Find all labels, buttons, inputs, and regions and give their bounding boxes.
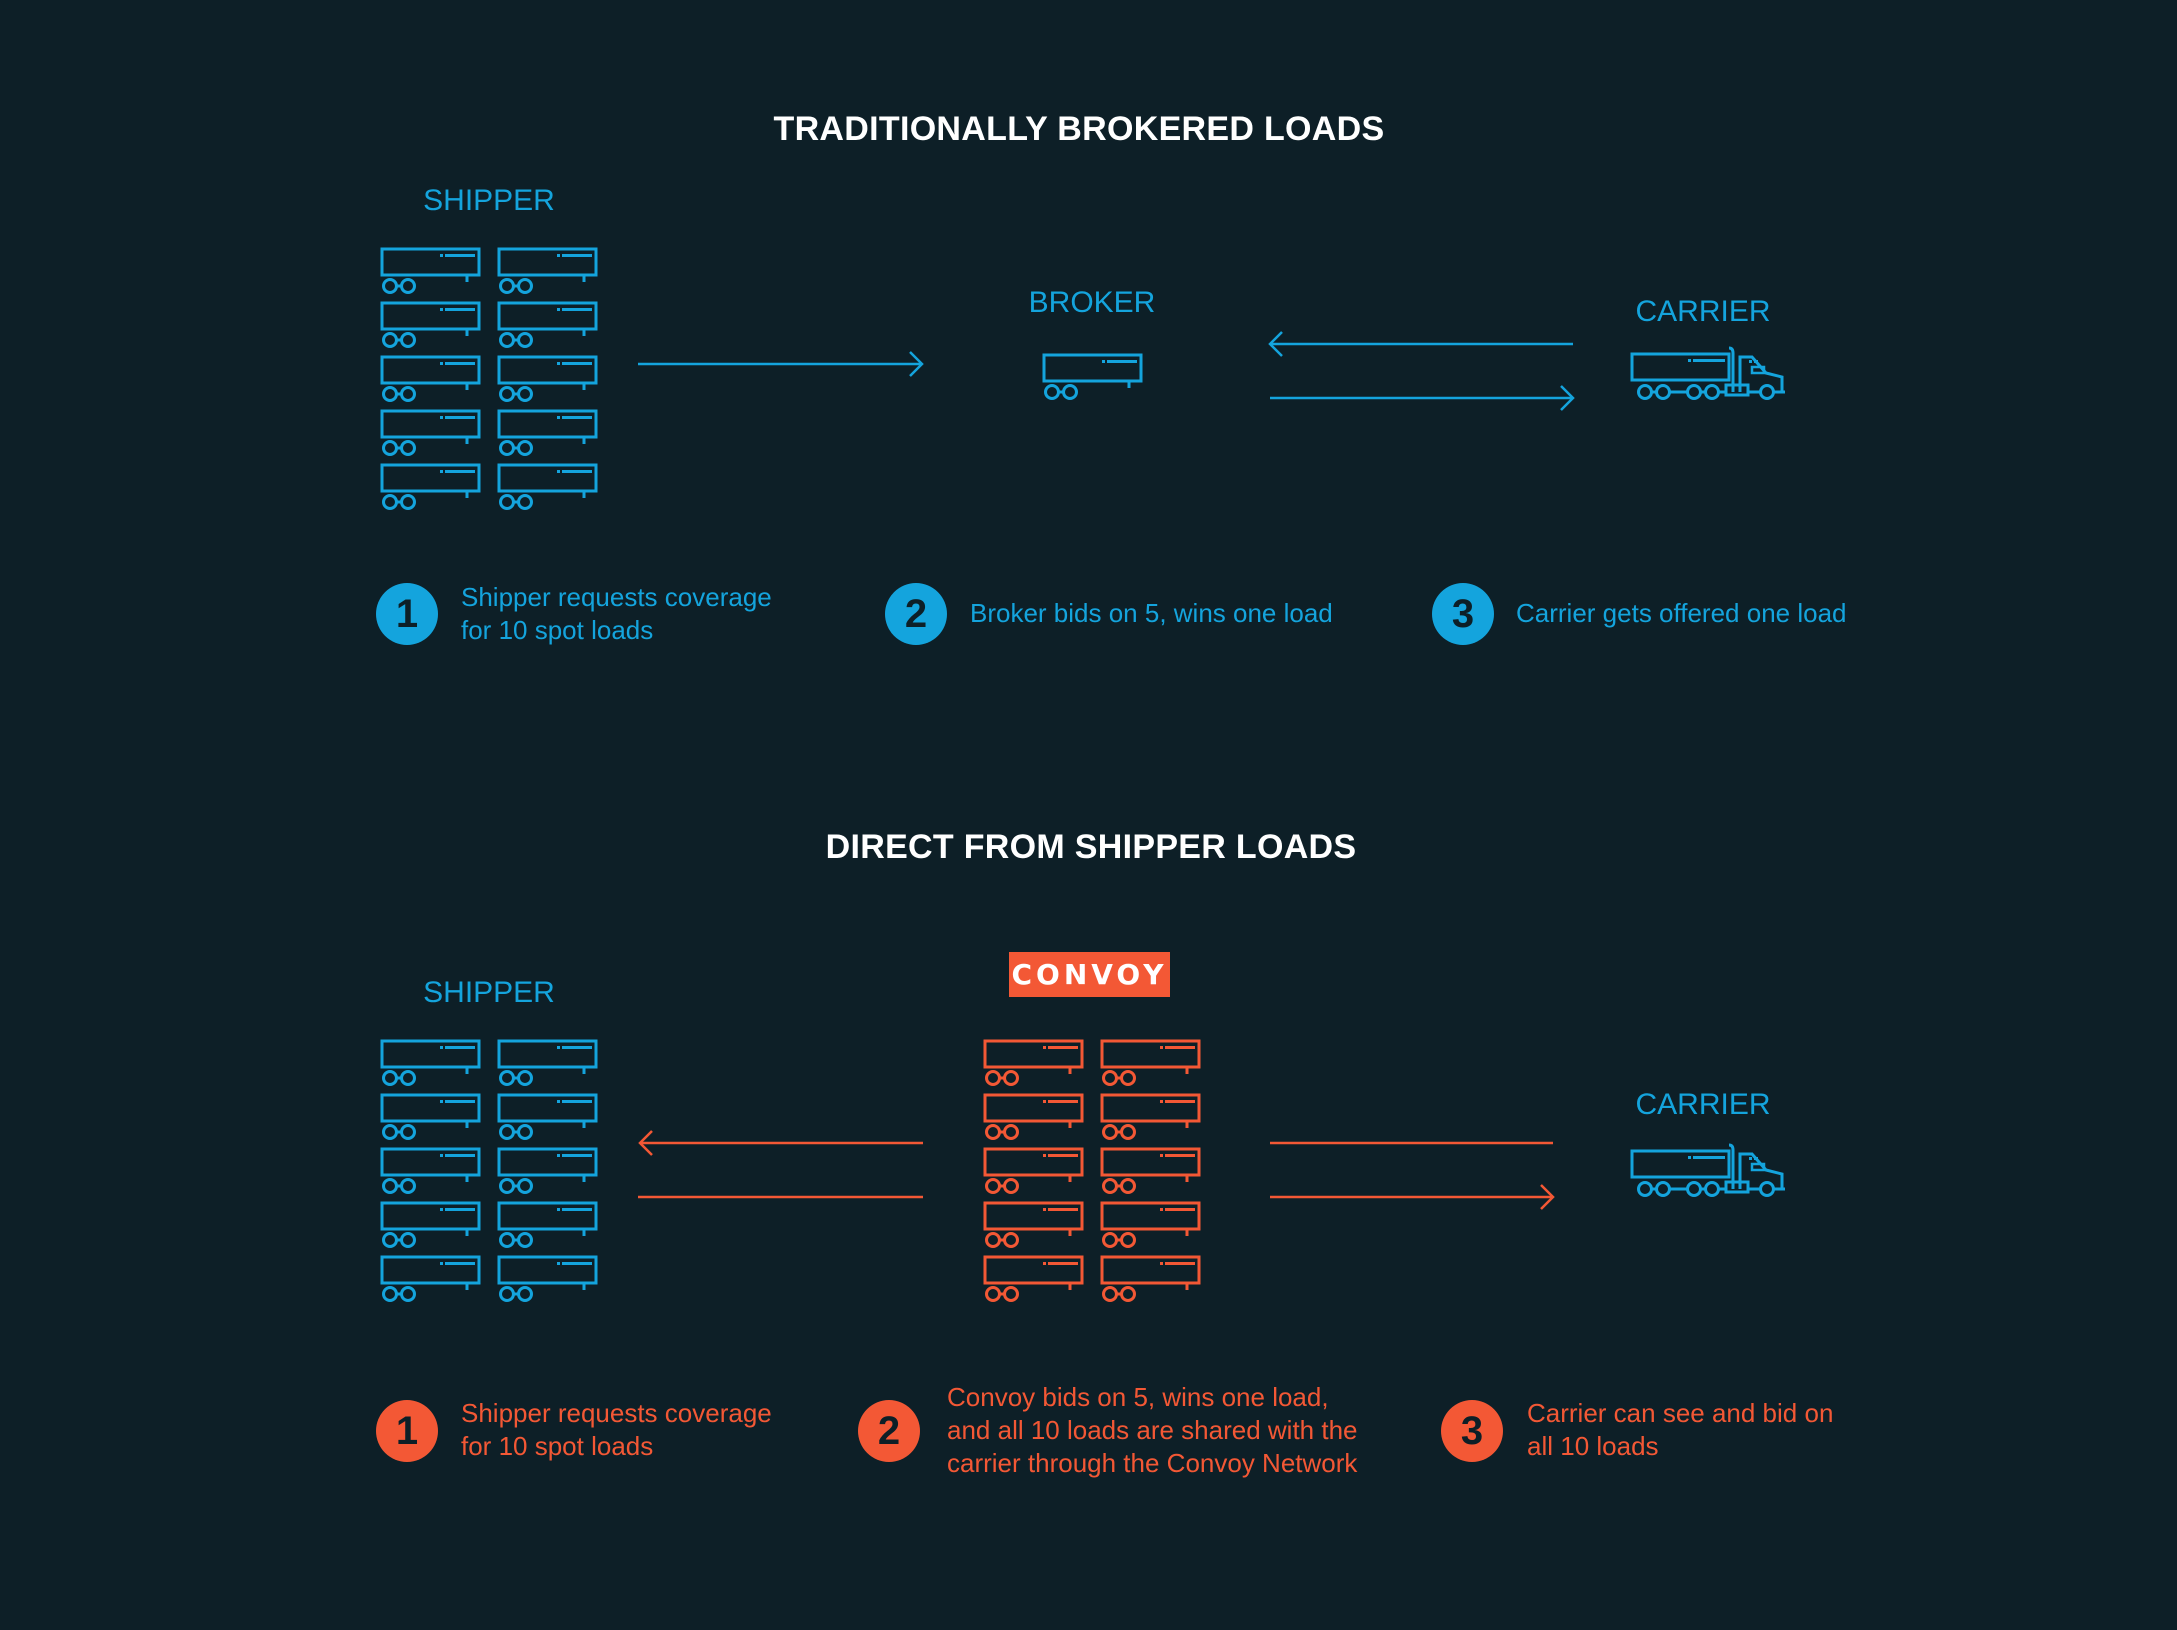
step-2-text: Convoy bids on 5, wins one load, and all… [947, 1381, 1358, 1480]
arrow-right-broker-to-carrier [1270, 385, 1575, 411]
trailer-icon [380, 409, 481, 456]
trailer-icon [983, 1147, 1084, 1194]
step-text-line: Carrier gets offered one load [1516, 598, 1847, 628]
trailer-icon [497, 1039, 598, 1086]
step-text-line: and all 10 loads are shared with the [947, 1415, 1358, 1445]
truck-icon [1630, 346, 1785, 400]
trailer-icon [497, 355, 598, 402]
trailer-icon [380, 463, 481, 510]
trailer-icon [380, 1255, 481, 1302]
step-2-badge: 2 [885, 583, 947, 645]
step-text-line: Broker bids on 5, wins one load [970, 598, 1333, 628]
step-1-text: Shipper requests coverage for 10 spot lo… [461, 1397, 772, 1463]
trailer-icon [380, 1093, 481, 1140]
trailer-icon [983, 1201, 1084, 1248]
trailer-icon [380, 1201, 481, 1248]
broker-label: BROKER [1028, 286, 1156, 319]
convoy-trailers-grid [983, 1039, 1201, 1309]
step-2-badge: 2 [858, 1400, 920, 1462]
trailer-icon [497, 1093, 598, 1140]
arrow-right-shipper-to-broker [638, 351, 924, 377]
step-text-line: for 10 spot loads [461, 615, 654, 645]
trailer-icon [380, 355, 481, 402]
line-shipper-to-convoy [638, 1195, 923, 1199]
trailer-icon [1100, 1255, 1201, 1302]
trailer-icon [983, 1039, 1084, 1086]
line-carrier-to-convoy [1270, 1141, 1553, 1145]
step-text-line: Shipper requests coverage [461, 582, 772, 612]
trailer-icon [497, 1201, 598, 1248]
trailer-icon [1100, 1147, 1201, 1194]
step-1-badge: 1 [376, 1400, 438, 1462]
trailer-icon [380, 301, 481, 348]
step-2-text: Broker bids on 5, wins one load [970, 597, 1333, 630]
shipper-label: SHIPPER [423, 976, 555, 1009]
trailer-icon [1100, 1039, 1201, 1086]
trailer-icon [497, 247, 598, 294]
step-text-line: for 10 spot loads [461, 1431, 654, 1461]
convoy-logo: CONVOY [1009, 952, 1170, 997]
step-3-text: Carrier gets offered one load [1516, 597, 1847, 630]
trailer-icon [983, 1255, 1084, 1302]
trailer-icon [1042, 353, 1143, 400]
step-3-badge: 3 [1432, 583, 1494, 645]
trailer-icon [497, 301, 598, 348]
section-title-direct: DIRECT FROM SHIPPER LOADS [825, 828, 1357, 866]
trailer-icon [983, 1093, 1084, 1140]
arrow-left-convoy-to-shipper [638, 1130, 923, 1156]
carrier-label: CARRIER [1635, 1088, 1771, 1121]
trailer-icon [1100, 1093, 1201, 1140]
step-text-line: all 10 loads [1527, 1431, 1659, 1461]
trailer-icon [497, 1255, 598, 1302]
trailer-icon [497, 1147, 598, 1194]
trailer-icon [497, 463, 598, 510]
truck-icon [1630, 1143, 1785, 1197]
step-3-text: Carrier can see and bid on all 10 loads [1527, 1397, 1833, 1463]
section-title-traditional: TRADITIONALLY BROKERED LOADS [773, 110, 1385, 148]
step-1-text: Shipper requests coverage for 10 spot lo… [461, 581, 772, 647]
shipper-label: SHIPPER [423, 184, 555, 217]
shipper-trailers-grid [380, 1039, 598, 1309]
arrow-left-carrier-to-broker [1268, 331, 1573, 357]
step-3-badge: 3 [1441, 1400, 1503, 1462]
step-text-line: Carrier can see and bid on [1527, 1398, 1834, 1428]
carrier-label: CARRIER [1635, 295, 1771, 328]
trailer-icon [497, 409, 598, 456]
arrow-right-convoy-to-carrier [1270, 1184, 1555, 1210]
trailer-icon [380, 1147, 481, 1194]
step-1-badge: 1 [376, 583, 438, 645]
shipper-trailers-grid [380, 247, 598, 517]
step-text-line: Convoy bids on 5, wins one load, [947, 1382, 1329, 1412]
trailer-icon [380, 247, 481, 294]
trailer-icon [380, 1039, 481, 1086]
trailer-icon [1100, 1201, 1201, 1248]
step-text-line: carrier through the Convoy Network [947, 1448, 1358, 1478]
broker-trailer [1042, 353, 1144, 406]
step-text-line: Shipper requests coverage [461, 1398, 772, 1428]
